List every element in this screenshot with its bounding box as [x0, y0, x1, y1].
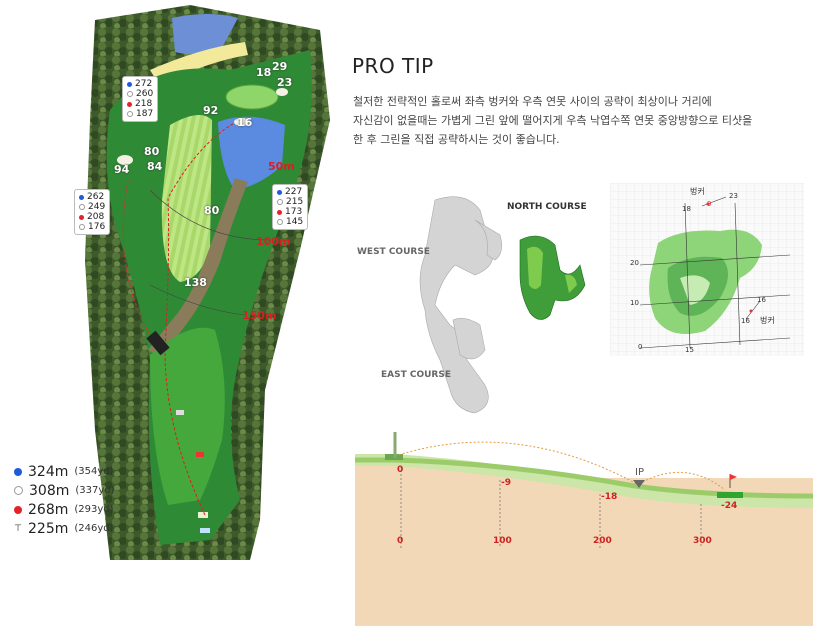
red-tee-dot [79, 214, 84, 220]
white-tee-dot [127, 91, 133, 97]
white-tee-dot [14, 486, 23, 495]
marker-80-b: 80 [204, 204, 220, 217]
grid-number: 10 [630, 299, 639, 307]
distance-100m: 100m [256, 235, 291, 248]
white-tee-dot [79, 204, 85, 210]
legend-row-tee: ⊤ 225m(246yd) [14, 520, 114, 537]
tee-dot [127, 111, 133, 117]
marker-29: 29 [272, 60, 288, 73]
elevation-label: 0 [397, 465, 404, 475]
distance-50m: 50m [268, 160, 295, 173]
distance-axis-label: 0 [397, 536, 404, 546]
north-course-label: NORTH COURSE [507, 202, 587, 212]
bunker-label: 벙커 [690, 187, 705, 196]
legend-row-white: 308m(337yd) [14, 481, 115, 500]
bunker-label: 벙커 [760, 316, 775, 325]
green-grid-illustration [610, 183, 804, 356]
legend-row-red: 268m(293yd) [14, 500, 115, 519]
pro-tip-line: 철저한 전략적인 홀로써 좌측 벙커와 우측 연못 사이의 공략이 최상이나 거… [353, 95, 712, 108]
course-overview-map: NORTH COURSE WEST COURSE EAST COURSE [355, 185, 600, 420]
marker-94: 94 [114, 163, 130, 176]
tee-icon: ⊤ [14, 523, 22, 534]
pro-tip-text: 철저한 전략적인 홀로써 좌측 벙커와 우측 연못 사이의 공략이 최상이나 거… [353, 92, 818, 149]
legend-row-blue: 324m(354yd) [14, 462, 115, 481]
marker-16: 16 [237, 116, 253, 129]
elevation-label: -24 [721, 501, 738, 511]
red-tee-dot [14, 505, 22, 514]
grid-number: 20 [630, 259, 639, 267]
distance-axis-label: 300 [693, 536, 712, 546]
grid-number: 16 [741, 317, 750, 325]
grid-number: 15 [685, 346, 694, 354]
tee-dot [79, 224, 85, 230]
blue-tee-dot [79, 194, 84, 200]
marker-80: 80 [144, 145, 160, 158]
blue-tee-dot [14, 467, 22, 476]
pro-tip-title: PRO TIP [352, 54, 434, 78]
blue-tee-dot [127, 81, 132, 87]
yardage-box: 272 260 218 187 [122, 76, 159, 122]
grid-number: 0 [638, 343, 643, 351]
marker-84: 84 [147, 160, 163, 173]
tee-dot [277, 219, 283, 225]
blue-tee-dot [277, 189, 282, 195]
marker-23: 23 [277, 76, 293, 89]
yardage-box: 262 249 208 176 [74, 189, 111, 235]
ip-marker: IP [635, 467, 644, 478]
marker-18: 18 [256, 66, 272, 79]
marker-138: 138 [184, 276, 207, 289]
red-tee-dot [127, 101, 132, 107]
grid-number: 9 [707, 200, 712, 208]
pro-tip-line: 한 후 그린을 직접 공략하시는 것이 좋습니다. [353, 133, 560, 146]
course-overview-illustration [419, 196, 586, 414]
hole-map: 272 260 218 187 262 249 208 176 227 215 … [0, 0, 335, 570]
distance-axis-label: 200 [593, 536, 612, 546]
elevation-label: -9 [501, 478, 511, 488]
grid-number: 23 [729, 192, 738, 200]
grid-number: 18 [682, 205, 691, 213]
elevation-label: -18 [601, 492, 618, 502]
red-tee-dot [277, 209, 282, 215]
tee-legend: 324m(354yd) 308m(337yd) 268m(293yd) ⊤ 22… [14, 462, 115, 538]
elevation-profile: 0 -9 -18 -24 IP 0 100 200 300 [355, 428, 814, 628]
elevation-profile-illustration [355, 432, 814, 628]
marker-92: 92 [203, 104, 219, 117]
east-course-label: EAST COURSE [381, 370, 451, 380]
west-course-label: WEST COURSE [357, 247, 430, 257]
white-tee-dot [277, 199, 283, 205]
green-grid-map: 벙커 벙커 18 9 23 20 10 16 16 0 15 [610, 183, 804, 356]
hole-map-illustration [85, 5, 330, 560]
grid-number: 16 [757, 296, 766, 304]
distance-150m: 150m [242, 309, 277, 322]
pro-tip-line: 자신감이 없을때는 가볍게 그린 앞에 떨어지게 우측 낙엽수쪽 연못 중앙방향… [353, 114, 753, 127]
distance-axis-label: 100 [493, 536, 512, 546]
yardage-box: 227 215 173 145 [272, 184, 309, 230]
